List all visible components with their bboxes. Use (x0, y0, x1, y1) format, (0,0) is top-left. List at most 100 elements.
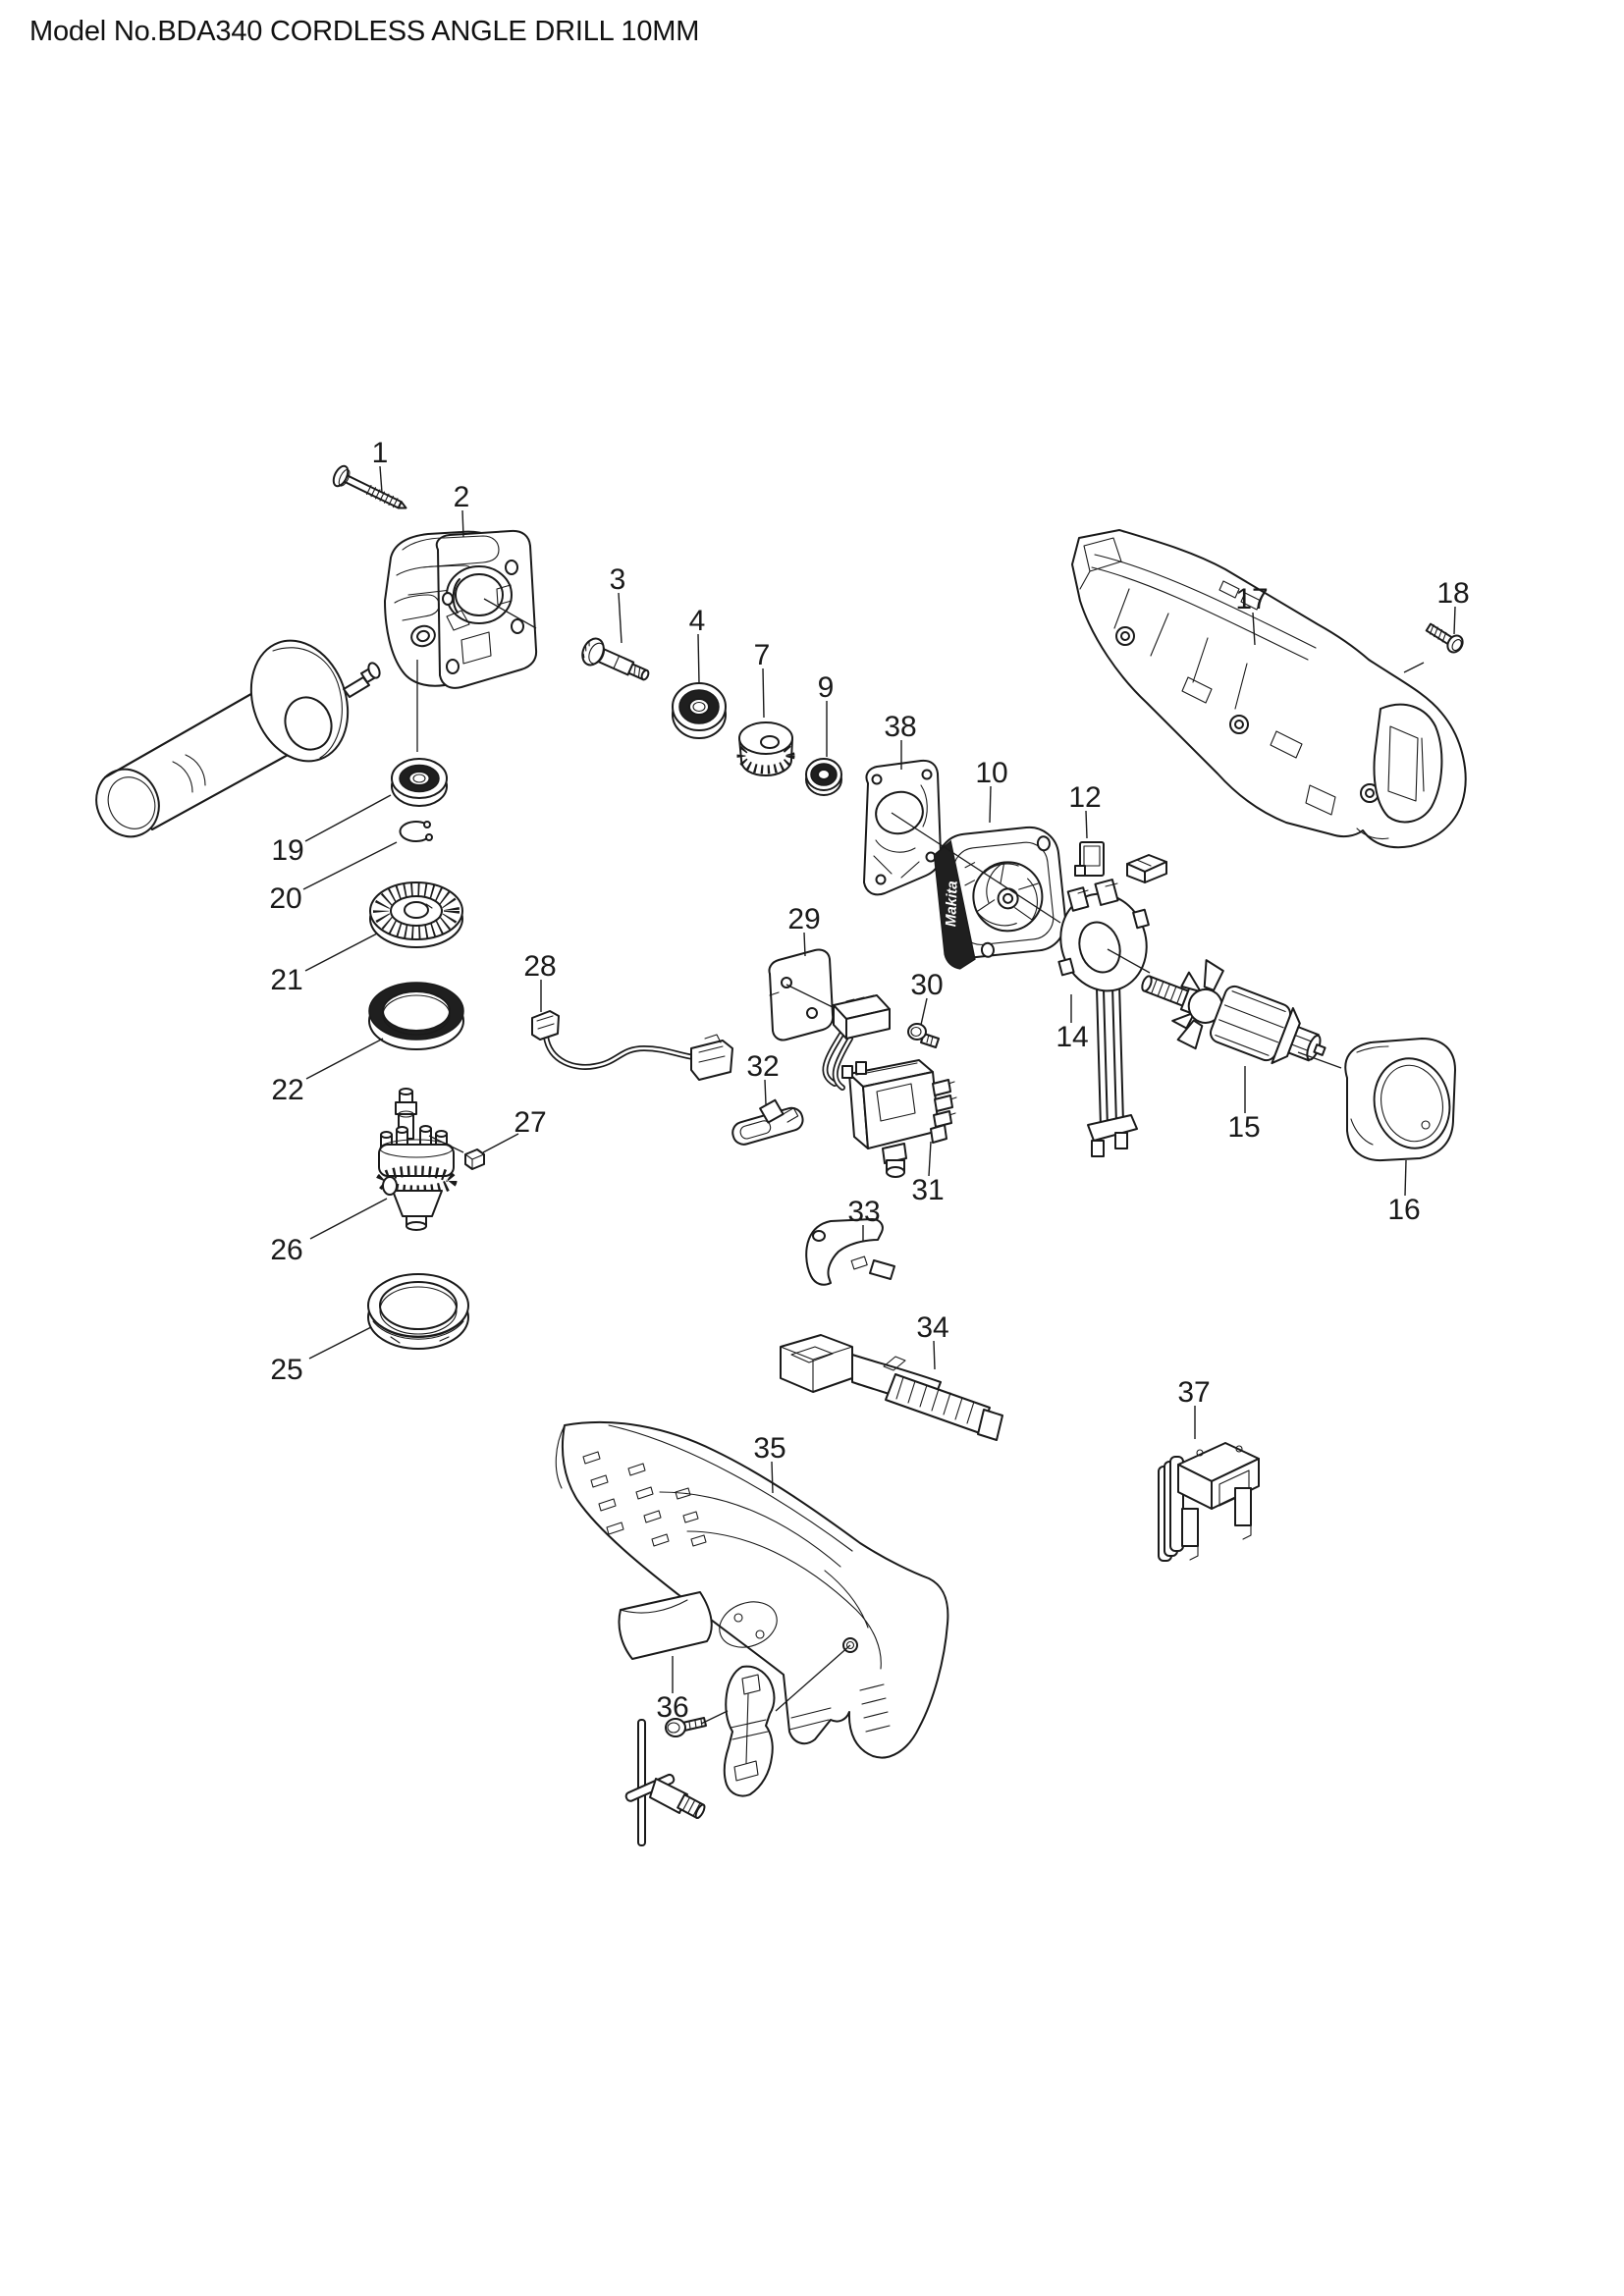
assembly-line-5 (428, 1135, 464, 1153)
callout-2-leader (461, 509, 464, 538)
part-32-slider-illustration (731, 1098, 804, 1146)
callout-31: 31 (911, 1174, 944, 1206)
callout-14: 14 (1056, 1021, 1088, 1053)
callout-12: 12 (1068, 781, 1101, 814)
assembly-line-6 (775, 1644, 851, 1712)
side-handle-illustration (95, 639, 381, 838)
callout-30: 30 (910, 969, 943, 1001)
part-12-illustration (1074, 841, 1105, 877)
callout-16: 16 (1387, 1194, 1420, 1226)
callout-19-leader (304, 794, 392, 842)
part-10-fan-bracket-illustration: Makita (933, 826, 1067, 970)
callout-17: 17 (1235, 583, 1268, 615)
assembly-line-9 (785, 984, 836, 1009)
part-28-lead-wire-illustration (531, 1010, 733, 1081)
callout-29: 29 (787, 903, 820, 935)
part-3-bolt-illustration (581, 637, 650, 681)
part-31-switch-illustration (841, 1059, 957, 1178)
callout-36: 36 (656, 1691, 688, 1724)
callout-4-leader (697, 633, 700, 684)
part-26-chuck-illustration (375, 1088, 458, 1231)
small-terminal-block-illustration (1126, 854, 1167, 883)
callout-18-leader (1453, 606, 1456, 635)
part-38-gasket-illustration (863, 759, 942, 896)
callout-4: 4 (689, 605, 706, 637)
callout-19: 19 (271, 834, 303, 867)
callout-32-leader (764, 1079, 767, 1105)
callout-21: 21 (270, 964, 302, 996)
callout-34-leader (933, 1340, 936, 1370)
callout-17-leader (1252, 612, 1256, 646)
makita-logo-text: Makita (943, 881, 961, 927)
callout-30-leader (920, 997, 928, 1026)
callout-25: 25 (270, 1354, 302, 1386)
part-29-plate-illustration (768, 948, 835, 1041)
callout-29-leader (803, 932, 806, 957)
callout-35-leader (771, 1461, 774, 1494)
assembly-line-3 (1107, 948, 1151, 974)
callout-26-leader (309, 1198, 388, 1240)
callout-37: 37 (1177, 1376, 1210, 1409)
part-33-lever-illustration (805, 1218, 895, 1286)
part-21-bevel-gear-illustration (369, 881, 463, 948)
callout-7-leader (762, 667, 765, 719)
callout-31-leader (928, 1141, 932, 1177)
part-15-armature-illustration (1141, 959, 1326, 1065)
part-30-screw-illustration (907, 1023, 940, 1048)
callout-10: 10 (975, 757, 1007, 789)
assembly-line-8 (1403, 662, 1425, 673)
latch-illustration (723, 1665, 776, 1797)
part-25-ring-illustration (367, 1273, 469, 1350)
screw-illustration (665, 1717, 707, 1737)
part-16-end-cap-illustration (1344, 1038, 1456, 1162)
assembly-lines (416, 598, 1425, 1725)
part-17-housing-illustration (1071, 529, 1467, 849)
callout-35: 35 (753, 1432, 785, 1465)
callout-25-leader (308, 1326, 372, 1360)
assembly-line-2 (891, 812, 1061, 924)
callout-28: 28 (523, 950, 556, 983)
callout-3-leader (618, 592, 623, 644)
callout-27: 27 (514, 1106, 546, 1139)
callout-9: 9 (818, 671, 835, 704)
chuck-key-illustration (624, 1719, 706, 1846)
assembly-line-7 (700, 1710, 729, 1725)
callout-3: 3 (610, 563, 626, 596)
callout-7: 7 (754, 639, 771, 671)
part-19-bearing-illustration (391, 758, 448, 807)
callout-26: 26 (270, 1234, 302, 1266)
part-20-retaining-ring-illustration (399, 821, 433, 843)
part-9-bearing-illustration (805, 758, 842, 796)
assembly-line-0 (483, 598, 537, 629)
callout-32: 32 (746, 1050, 779, 1083)
callout-2: 2 (454, 481, 470, 513)
callout-1-leader (379, 465, 383, 494)
callout-34: 34 (916, 1311, 948, 1344)
callout-16-leader (1404, 1159, 1407, 1197)
part-35-housing-illustration (555, 1420, 949, 1759)
part-27-key-illustration (464, 1148, 485, 1170)
callout-22: 22 (271, 1074, 303, 1106)
callout-15: 15 (1227, 1111, 1260, 1144)
part-1-screw-illustration (332, 464, 407, 509)
callout-38: 38 (884, 711, 916, 743)
callout-22-leader (305, 1038, 384, 1080)
part-18-screw-illustration (1425, 622, 1464, 654)
callout-27-leader (482, 1133, 519, 1153)
part-22-ring-illustration (368, 982, 464, 1050)
part-36-label-illustration (618, 1591, 713, 1660)
page-title: Model No.BDA340 CORDLESS ANGLE DRILL 10M… (29, 16, 700, 47)
callout-33: 33 (847, 1196, 880, 1228)
callout-1: 1 (372, 437, 389, 469)
callout-21-leader (304, 933, 378, 972)
part-7-gear-illustration (736, 721, 795, 776)
callout-20-leader (302, 841, 398, 890)
part-2-gear-housing-illustration (384, 529, 538, 689)
part-14-brush-holder-illustration (1057, 879, 1150, 1157)
part-4-bearing-illustration (672, 682, 727, 739)
part-34-trigger-illustration (780, 1334, 1003, 1441)
callout-12-leader (1085, 810, 1088, 839)
